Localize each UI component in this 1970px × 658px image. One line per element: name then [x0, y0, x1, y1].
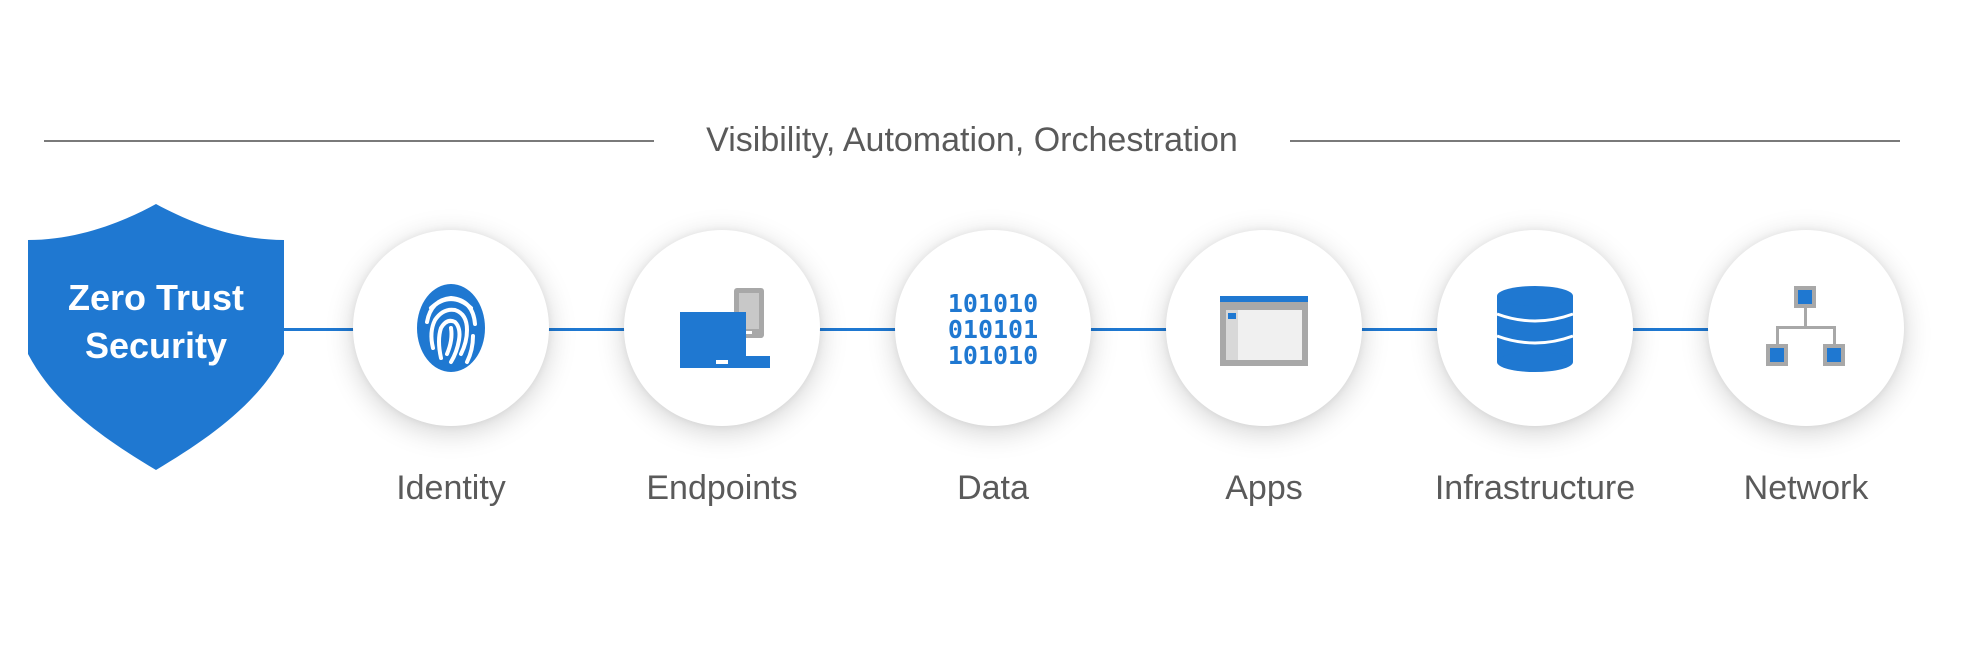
pillar-endpoints	[624, 230, 820, 426]
pillar-label-data: Data	[957, 469, 1029, 507]
pillar-label-identity: Identity	[396, 469, 506, 507]
pillar-apps	[1166, 230, 1362, 426]
shield-label-line2: Security	[84, 325, 228, 366]
shield-label-line1: Zero Trust	[67, 277, 245, 318]
pillar-label-network: Network	[1743, 469, 1869, 507]
binary-row-1: 101010	[948, 289, 1038, 318]
binary-data-icon: 101010 010101 101010	[948, 289, 1038, 370]
banner-line-left	[44, 140, 654, 142]
shield-icon	[28, 204, 284, 470]
devices-icon	[680, 288, 770, 368]
zero-trust-shield: Zero Trust Security	[28, 204, 284, 470]
pillar-infrastructure	[1437, 230, 1633, 426]
banner-line-right	[1290, 140, 1900, 142]
binary-row-3: 101010	[948, 341, 1038, 370]
banner-title: Visibility, Automation, Orchestration	[706, 121, 1238, 159]
banner: Visibility, Automation, Orchestration	[44, 116, 1900, 164]
shield-label: Zero Trust Security	[28, 274, 284, 370]
app-window-icon	[1220, 296, 1308, 366]
pillar-label-apps: Apps	[1225, 469, 1303, 507]
database-icon	[1496, 286, 1574, 372]
fingerprint-icon	[417, 284, 485, 372]
pillar-label-endpoints: Endpoints	[646, 469, 798, 507]
pillar-data: 101010 010101 101010	[895, 230, 1091, 426]
pillar-identity	[353, 230, 549, 426]
network-icon	[1766, 286, 1845, 366]
binary-row-2: 010101	[948, 315, 1038, 344]
pillar-label-infrastructure: Infrastructure	[1434, 469, 1636, 507]
pillar-network	[1708, 230, 1904, 426]
